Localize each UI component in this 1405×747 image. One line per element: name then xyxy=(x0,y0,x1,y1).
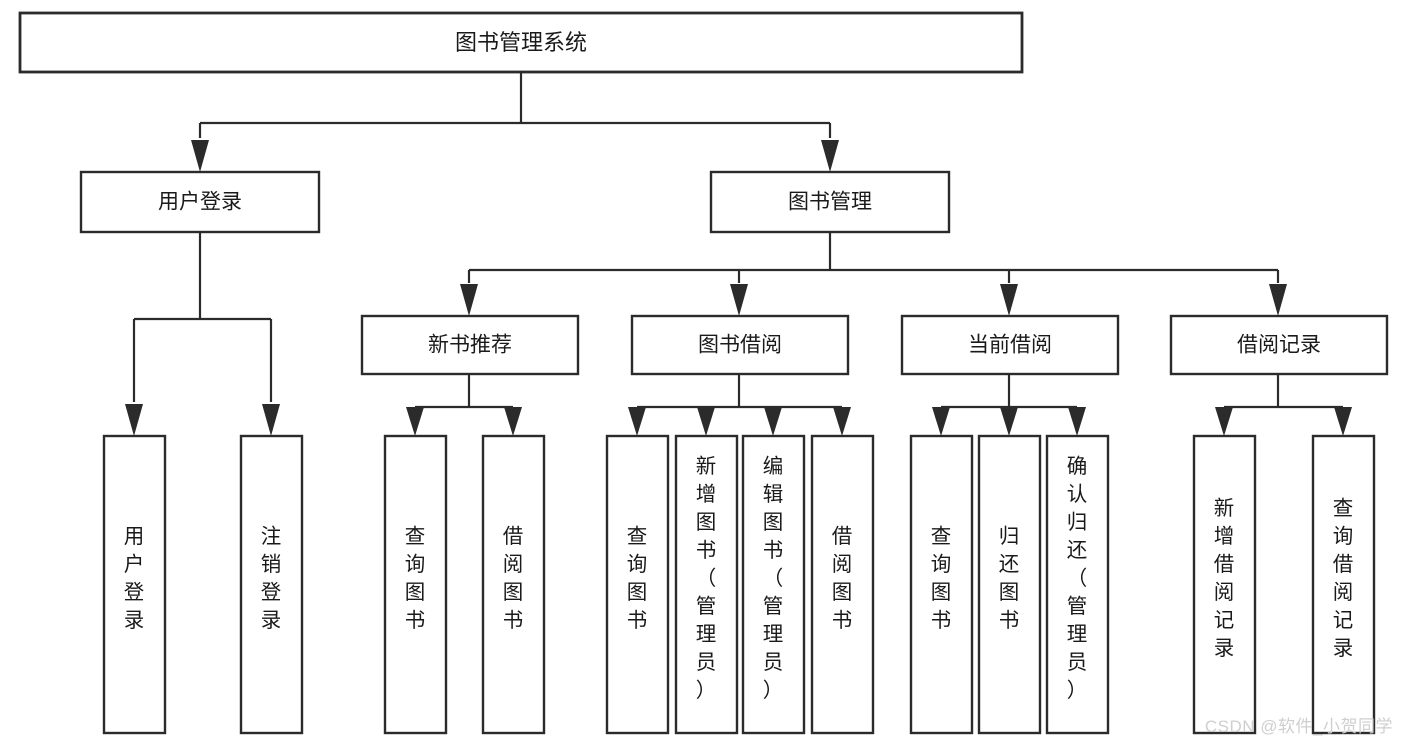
node-leaf-borrow-edit-book-label: 编辑图书（管理员） xyxy=(763,455,784,702)
arrow-head-leaf-cur-return-book xyxy=(1000,407,1018,436)
node-leaf-user-logout-box[interactable] xyxy=(239,434,304,735)
node-leaf-rec-query-book[interactable]: 查询图书 xyxy=(383,434,448,735)
node-borrow-record[interactable]: 借阅记录 xyxy=(1169,314,1389,376)
arrow-head-leaf-cur-confirm-return xyxy=(1068,407,1086,436)
node-leaf-rec-borrow-book-label: 借阅图书 xyxy=(503,525,524,632)
node-leaf-borrow-add-book-box[interactable] xyxy=(674,434,739,735)
connector-group-root xyxy=(191,72,839,172)
arrow-head-user-login xyxy=(191,140,209,172)
connector-group-current-borrow xyxy=(932,374,1086,436)
node-leaf-cur-confirm-return-label: 确认归还（管理员） xyxy=(1067,455,1088,702)
node-book-borrow[interactable]: 图书借阅 xyxy=(630,314,850,376)
node-leaf-borrow-borrow-book-box[interactable] xyxy=(810,434,875,735)
node-book-manage-label: 图书管理 xyxy=(788,191,872,214)
node-new-book-recommend-box[interactable] xyxy=(360,314,580,376)
node-leaf-user-logout-label: 注销登录 xyxy=(261,525,282,632)
arrow-head-book-manage xyxy=(821,140,839,172)
connector-group-book-borrow xyxy=(628,374,851,436)
node-leaf-user-login-label: 用户登录 xyxy=(124,525,145,632)
node-leaf-borrow-add-book[interactable]: 新增图书（管理员） xyxy=(674,434,739,735)
node-leaf-borrow-borrow-book[interactable]: 借阅图书 xyxy=(810,434,875,735)
node-current-borrow-box[interactable] xyxy=(900,314,1120,376)
node-root[interactable]: 图书管理系统 xyxy=(18,11,1024,74)
arrow-head-leaf-rec-query-book xyxy=(406,407,424,436)
node-leaf-borrow-add-book-label: 新增图书（管理员） xyxy=(696,455,717,702)
node-book-borrow-box[interactable] xyxy=(630,314,850,376)
node-leaf-user-login[interactable]: 用户登录 xyxy=(102,434,167,735)
node-book-manage[interactable]: 图书管理 xyxy=(709,170,951,234)
node-borrow-record-label: 借阅记录 xyxy=(1237,334,1321,357)
arrow-head-book-borrow xyxy=(730,284,748,316)
arrow-head-leaf-rec-query-record xyxy=(1334,407,1352,436)
arrow-head-new-book-recommend xyxy=(460,284,478,316)
node-leaf-rec-query-book-label: 查询图书 xyxy=(405,525,426,632)
node-leaf-cur-confirm-return-box[interactable] xyxy=(1045,434,1110,735)
node-user-login-box[interactable] xyxy=(79,170,321,234)
connector-group-book-manage xyxy=(460,232,1287,316)
node-leaf-borrow-query-book[interactable]: 查询图书 xyxy=(605,434,670,735)
node-current-borrow-label: 当前借阅 xyxy=(968,334,1052,357)
connector-group-user-login xyxy=(125,232,280,436)
node-user-login[interactable]: 用户登录 xyxy=(79,170,321,234)
node-book-manage-box[interactable] xyxy=(709,170,951,234)
node-root-box[interactable] xyxy=(18,11,1024,74)
node-borrow-record-box[interactable] xyxy=(1169,314,1389,376)
arrow-head-leaf-borrow-borrow-book xyxy=(833,407,851,436)
node-leaf-rec-query-record-box[interactable] xyxy=(1311,434,1376,735)
node-current-borrow[interactable]: 当前借阅 xyxy=(900,314,1120,376)
arrow-head-leaf-cur-query-book xyxy=(932,407,950,436)
node-new-book-recommend[interactable]: 新书推荐 xyxy=(360,314,580,376)
node-leaf-borrow-borrow-book-label: 借阅图书 xyxy=(832,525,853,632)
node-leaf-rec-query-record[interactable]: 查询借阅记录 xyxy=(1311,434,1376,735)
node-leaf-rec-query-record-label: 查询借阅记录 xyxy=(1333,497,1354,660)
node-leaf-user-logout[interactable]: 注销登录 xyxy=(239,434,304,735)
arrow-head-leaf-borrow-add-book xyxy=(697,407,715,436)
node-leaf-borrow-edit-book-box[interactable] xyxy=(741,434,806,735)
node-leaf-rec-add-record[interactable]: 新增借阅记录 xyxy=(1192,434,1257,735)
node-root-label: 图书管理系统 xyxy=(455,30,587,55)
arrow-head-leaf-borrow-edit-book xyxy=(764,407,782,436)
arrow-head-leaf-rec-borrow-book xyxy=(504,407,522,436)
node-leaf-borrow-edit-book[interactable]: 编辑图书（管理员） xyxy=(741,434,806,735)
arrow-head-current-borrow xyxy=(1000,284,1018,316)
connector-group-new-book-recommend xyxy=(406,374,522,436)
arrow-head-leaf-user-logout xyxy=(262,404,280,436)
node-leaf-borrow-query-book-box[interactable] xyxy=(605,434,670,735)
node-leaf-cur-query-book-box[interactable] xyxy=(909,434,974,735)
node-leaf-cur-return-book-label: 归还图书 xyxy=(999,525,1020,632)
node-leaf-rec-borrow-book[interactable]: 借阅图书 xyxy=(481,434,546,735)
node-leaf-rec-query-book-box[interactable] xyxy=(383,434,448,735)
node-leaf-cur-return-book[interactable]: 归还图书 xyxy=(977,434,1042,735)
arrow-head-leaf-user-login xyxy=(125,404,143,436)
arrow-head-leaf-borrow-query-book xyxy=(628,407,646,436)
csdn-watermark: CSDN @软件_小贺同学 xyxy=(1205,717,1393,736)
node-leaf-cur-return-book-box[interactable] xyxy=(977,434,1042,735)
connector-group-borrow-record xyxy=(1215,374,1352,436)
node-leaf-cur-query-book-label: 查询图书 xyxy=(931,525,952,632)
node-leaf-cur-query-book[interactable]: 查询图书 xyxy=(909,434,974,735)
arrow-head-borrow-record xyxy=(1269,284,1287,316)
arrow-head-leaf-rec-add-record xyxy=(1215,407,1233,436)
node-leaf-rec-add-record-box[interactable] xyxy=(1192,434,1257,735)
node-new-book-recommend-label: 新书推荐 xyxy=(428,334,512,357)
node-user-login-label: 用户登录 xyxy=(158,191,242,214)
node-leaf-user-login-box[interactable] xyxy=(102,434,167,735)
node-book-borrow-label: 图书借阅 xyxy=(698,334,782,357)
node-leaf-rec-borrow-book-box[interactable] xyxy=(481,434,546,735)
node-leaf-cur-confirm-return[interactable]: 确认归还（管理员） xyxy=(1045,434,1110,735)
node-leaf-rec-add-record-label: 新增借阅记录 xyxy=(1214,497,1235,660)
node-leaf-borrow-query-book-label: 查询图书 xyxy=(627,525,648,632)
